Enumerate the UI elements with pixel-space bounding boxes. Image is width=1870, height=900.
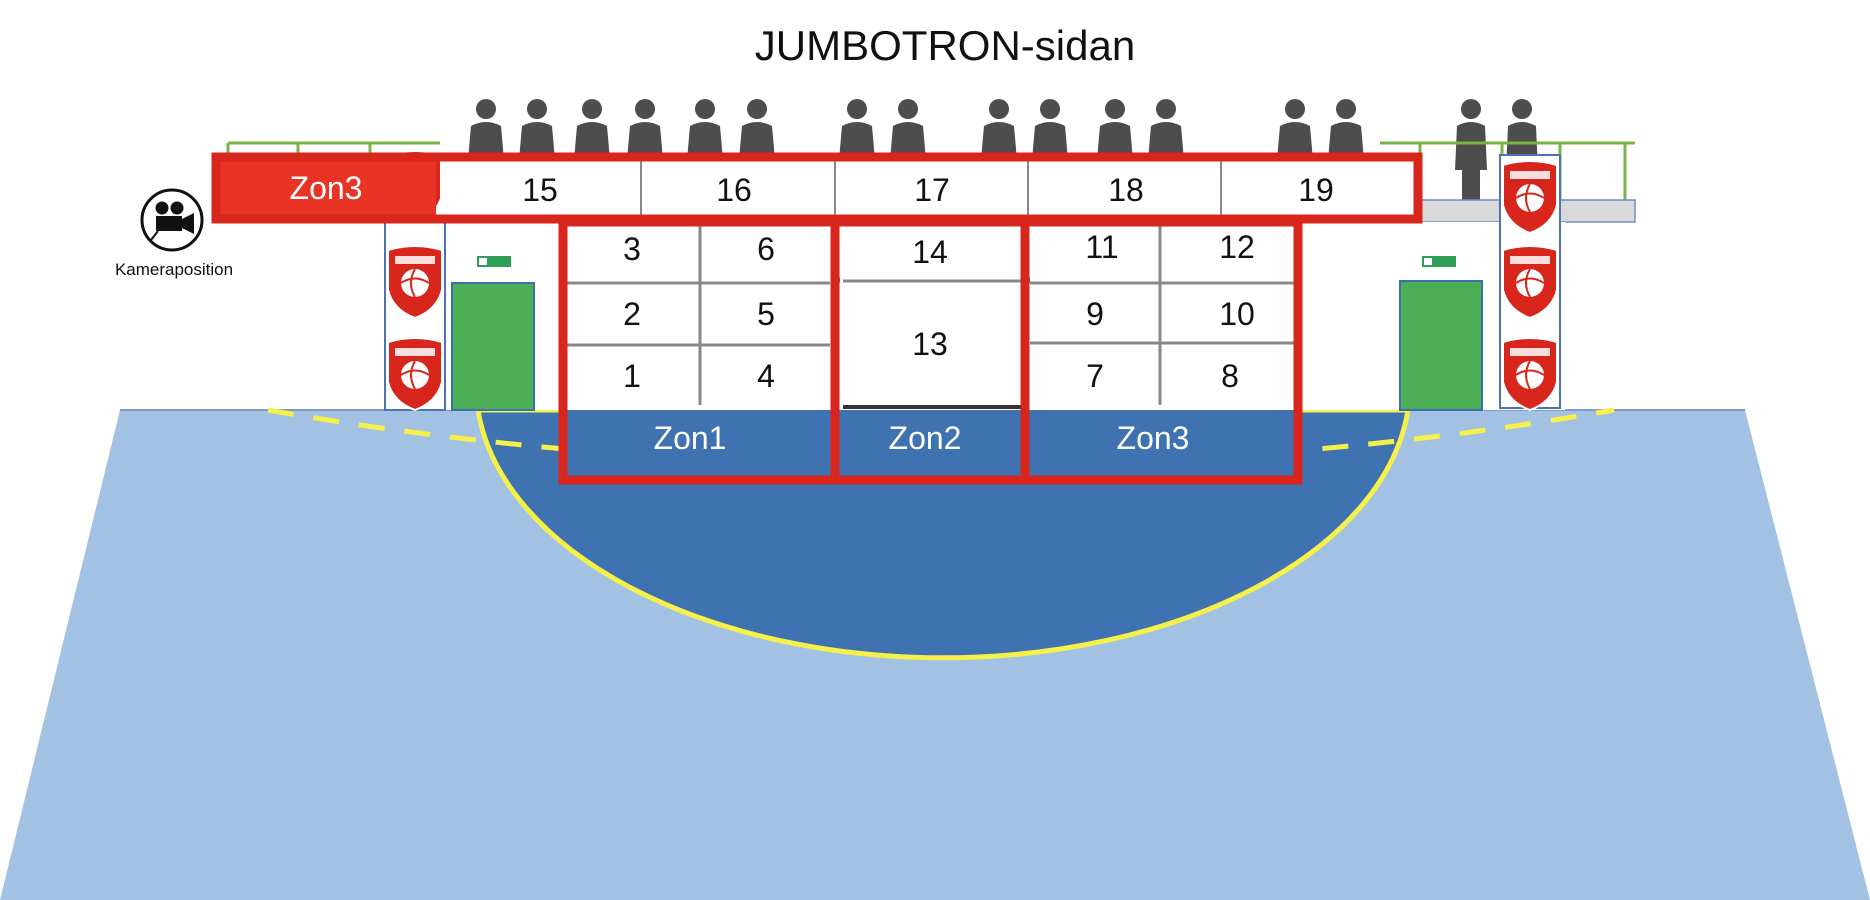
door-left [451,282,535,411]
spectator-icon [574,99,610,160]
zone1-grid-bg [565,225,830,410]
banner-background [440,157,1420,219]
zone-cell: 12 [1219,229,1255,265]
zone-cell: 2 [623,296,641,332]
zone1-label: Zon1 [654,420,727,456]
zone3-label: Zon3 [1117,420,1190,456]
zone-cell: 11 [1085,229,1118,265]
zone-cell: 1 [623,358,641,394]
spectators [468,99,1538,216]
free-throw-line [267,407,1615,469]
banner-cell: 19 [1298,172,1334,208]
zone-cell: 13 [912,326,948,362]
spectator-icon [839,99,875,160]
zone-cell: 8 [1221,358,1239,394]
camera-position-label: Kameraposition [115,260,233,279]
exit-sign-left [477,256,511,267]
banner-cell: 15 [522,172,558,208]
spectator-icon [1328,99,1364,160]
exit-sign-right [1422,256,1456,267]
zone-cell: 9 [1086,296,1104,332]
banner-zone-label-box [216,157,436,219]
banner-cell: 17 [914,172,950,208]
zone-cell: 4 [757,358,775,394]
banner-cell: 18 [1108,172,1144,208]
page-title: JUMBOTRON-sidan [755,22,1135,69]
club-logo-icon [387,337,443,412]
standing-spectator-icon [1455,99,1487,216]
spectator-icon [890,99,926,160]
club-logo-icon [387,245,443,320]
door-right [1399,280,1483,411]
zone-cell: 14 [912,234,948,270]
spectator-icon [1032,99,1068,160]
zone-cell: 7 [1086,358,1104,394]
club-logo-icon [1502,337,1558,412]
spectator-icon [627,99,663,160]
zone3-grid-bg [1030,225,1295,410]
zone-cell: 5 [757,296,775,332]
spectator-icon [739,99,775,160]
spectator-icon [1148,99,1184,160]
zone-cell: 6 [757,231,775,267]
spectator-icon [468,99,504,160]
spectator-icon [1277,99,1313,160]
banner-dividers [640,160,1222,216]
spectator-icon [981,99,1017,160]
spectator-icon [519,99,555,160]
banner-zone-label: Zon3 [290,170,363,206]
zone2-grid-bg [840,225,1025,410]
spectator-icon [687,99,723,160]
zone-cell: 10 [1219,296,1255,332]
zone-cell: 3 [623,231,641,267]
zone-grid-lines [565,225,1295,405]
club-logo-icon [1502,245,1558,320]
video-camera-icon [140,188,204,252]
spectator-icon [1097,99,1133,160]
banner-border [211,152,1423,224]
zone2-label: Zon2 [889,420,962,456]
club-logo-icon [1502,160,1558,235]
banner-cell: 16 [716,172,752,208]
zone-label-strip [565,410,1295,478]
